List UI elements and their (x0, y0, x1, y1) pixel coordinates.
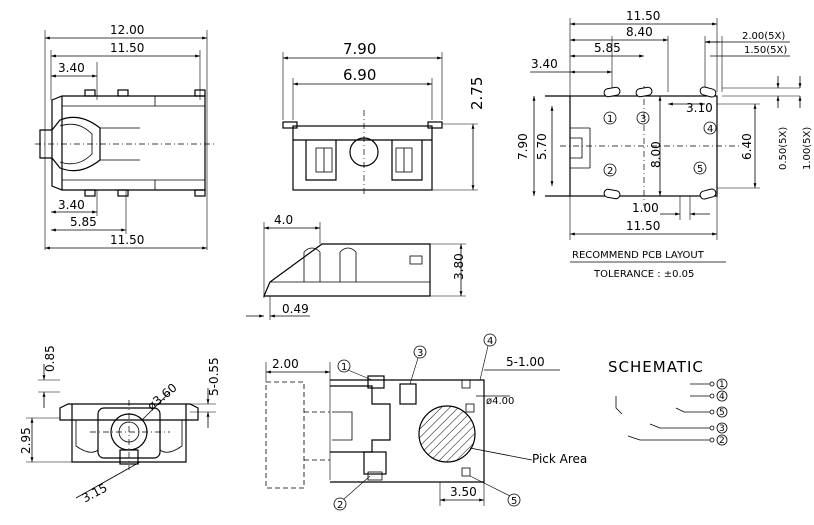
bottom-pin-1: 1 (337, 359, 373, 381)
dim-pcb-bottom-11-50: 11.50 (626, 219, 660, 233)
dim-top-11-50: 11.50 (110, 41, 144, 55)
side-view: 4.0 3.80 0.49 (246, 213, 466, 320)
svg-text:5: 5 (697, 164, 703, 175)
bottom-view: 2.00 ø4.00 Pick Area 5-1.00 3.50 1 3 4 2… (265, 333, 587, 511)
dim-pcb-5-70: 5.70 (535, 133, 549, 160)
dim-end-0-85: 0.85 (43, 345, 57, 372)
pcb-layout-title: RECOMMEND PCB LAYOUT (572, 250, 705, 261)
pcb-pin-1: 1 (603, 111, 617, 125)
pcb-pin-4: 4 (703, 121, 717, 135)
dim-end-5-0-55: 5-0.55 (207, 357, 221, 396)
dim-front-2-75: 2.75 (468, 77, 486, 110)
svg-text:4: 4 (487, 336, 493, 347)
dim-end-2-95: 2.95 (19, 427, 33, 454)
svg-text:3: 3 (640, 114, 646, 125)
pcb-layout-tolerance: TOLERANCE : ±0.05 (593, 269, 694, 280)
dim-side-3-80: 3.80 (452, 253, 466, 280)
svg-text:1: 1 (341, 362, 347, 373)
dim-top-3-40: 3.40 (58, 61, 85, 75)
dim-bottom-5-85: 5.85 (70, 215, 97, 229)
bottom-pin-3: 3 (409, 345, 427, 385)
svg-text:4: 4 (707, 124, 713, 135)
dim-top-12: 12.00 (110, 23, 144, 37)
dim-pcb-2-00-5x: 2.00(5X) (742, 31, 785, 42)
dim-pcb-3-40: 3.40 (531, 57, 558, 71)
svg-text:5: 5 (719, 408, 725, 418)
dim-end-3-15: 3.15 (80, 481, 110, 506)
schematic-pin-5: 5 (716, 406, 728, 418)
schematic-pin-2: 2 (716, 434, 728, 446)
dim-side-4-0: 4.0 (274, 213, 293, 227)
dim-pcb-8-00: 8.00 (649, 141, 663, 168)
top-view: 12.00 11.50 3.40 3.40 5.85 11.50 (35, 23, 215, 250)
pick-area-label: Pick Area (532, 452, 587, 466)
svg-text:2: 2 (337, 500, 343, 511)
svg-text:3: 3 (719, 424, 725, 434)
schematic: SCHEMATIC 1 4 5 3 2 (608, 358, 728, 446)
front-view: 7.90 6.90 2.75 (282, 40, 486, 196)
svg-text:4: 4 (719, 392, 725, 402)
schematic-pin-3: 3 (716, 422, 728, 434)
dim-pcb-1-00: 1.00 (632, 201, 659, 215)
end-view: 0.85 ø3.60 5-0.55 2.95 3.15 (19, 345, 221, 505)
dim-pcb-7-90: 7.90 (516, 133, 530, 160)
pcb-layout-view: 11.50 8.40 5.85 3.40 2.00(5X) 1.50(5X) (516, 9, 813, 280)
pick-area-circle (418, 405, 476, 463)
schematic-pin-1: 1 (716, 378, 728, 390)
svg-text:5: 5 (511, 496, 517, 507)
dim-pcb-1-00-5x: 1.00(5X) (802, 127, 813, 170)
dim-bottom-dia-4-00: ø4.00 (486, 396, 514, 407)
dim-bottom-3-40: 3.40 (58, 198, 85, 212)
svg-text:2: 2 (607, 166, 613, 177)
dim-bottom-3-50: 3.50 (450, 485, 477, 499)
dim-front-7-90: 7.90 (343, 40, 376, 58)
dim-pcb-5-85: 5.85 (594, 41, 621, 55)
bottom-pin-5: 5 (469, 475, 521, 507)
svg-text:1: 1 (607, 114, 613, 125)
pcb-pin-3: 3 (636, 111, 650, 125)
dim-bottom-5-1-00: 5-1.00 (506, 355, 545, 369)
dim-bottom-2-00: 2.00 (272, 357, 299, 371)
svg-text:2: 2 (719, 436, 725, 446)
dim-end-dia-3-60: ø3.60 (145, 381, 180, 414)
dim-pcb-1-50-5x: 1.50(5X) (744, 45, 787, 56)
pcb-pin-5: 5 (693, 161, 707, 175)
dim-side-0-49: 0.49 (282, 302, 309, 316)
svg-text:3: 3 (417, 348, 423, 359)
dim-pcb-0-50-5x: 0.50(5X) (778, 127, 789, 170)
schematic-title: SCHEMATIC (608, 358, 704, 376)
bottom-pin-4: 4 (479, 333, 497, 381)
dim-front-6-90: 6.90 (343, 66, 376, 84)
bottom-pin-2: 2 (333, 475, 371, 511)
dim-pcb-3-10: 3.10 (686, 101, 713, 115)
dim-pcb-11-50: 11.50 (626, 9, 660, 23)
dim-pcb-6-40: 6.40 (740, 133, 754, 160)
dim-pcb-8-40: 8.40 (626, 25, 653, 39)
svg-text:1: 1 (719, 380, 725, 390)
dim-bottom-11-50: 11.50 (110, 233, 144, 247)
pcb-pin-2: 2 (603, 163, 617, 177)
schematic-pin-4: 4 (716, 390, 728, 402)
